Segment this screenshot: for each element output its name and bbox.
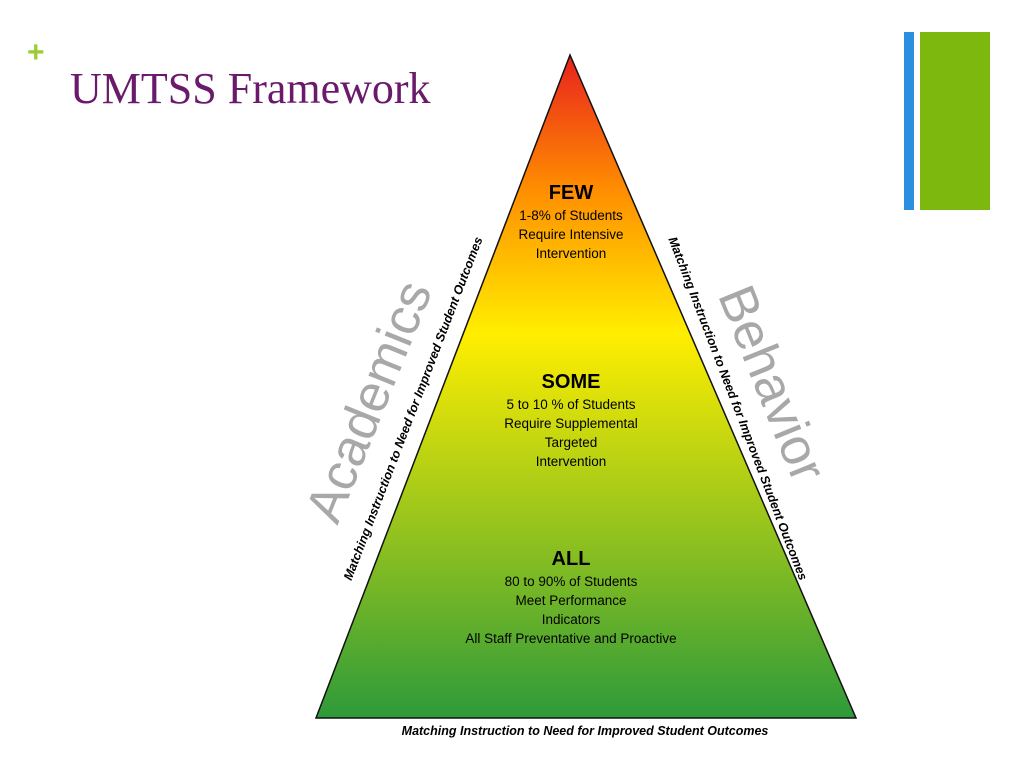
accent-bar-green <box>920 32 990 210</box>
tier-some-line-4: Intervention <box>536 454 607 469</box>
tier-all-line-2: Meet Performance <box>515 593 626 608</box>
tier-some-line-3: Targeted <box>545 435 598 450</box>
slide-title: UMTSS Framework <box>70 64 431 113</box>
tier-some: SOME 5 to 10 % of Students Require Suppl… <box>504 371 638 469</box>
tier-all-name: ALL <box>552 548 591 570</box>
bottom-label: Matching Instruction to Need for Improve… <box>402 724 769 738</box>
pyramid-shape <box>314 53 858 719</box>
tier-some-line-1: 5 to 10 % of Students <box>506 397 635 412</box>
tier-few-line-2: Require Intensive <box>518 227 623 242</box>
tier-all-line-1: 80 to 90% of Students <box>505 574 638 589</box>
tier-few-line-3: Intervention <box>536 246 607 261</box>
tier-few: FEW 1-8% of Students Require Intensive I… <box>518 182 623 261</box>
tier-few-name: FEW <box>549 182 594 204</box>
tier-all: ALL 80 to 90% of Students Meet Performan… <box>465 548 676 646</box>
tier-few-line-1: 1-8% of Students <box>519 208 623 223</box>
accent-bar-blue <box>904 32 914 210</box>
tier-some-name: SOME <box>542 371 601 393</box>
tier-all-line-4: All Staff Preventative and Proactive <box>465 631 676 646</box>
tier-some-line-2: Require Supplemental <box>504 416 638 431</box>
tier-all-line-3: Indicators <box>542 612 601 627</box>
plus-icon: + <box>27 36 45 69</box>
